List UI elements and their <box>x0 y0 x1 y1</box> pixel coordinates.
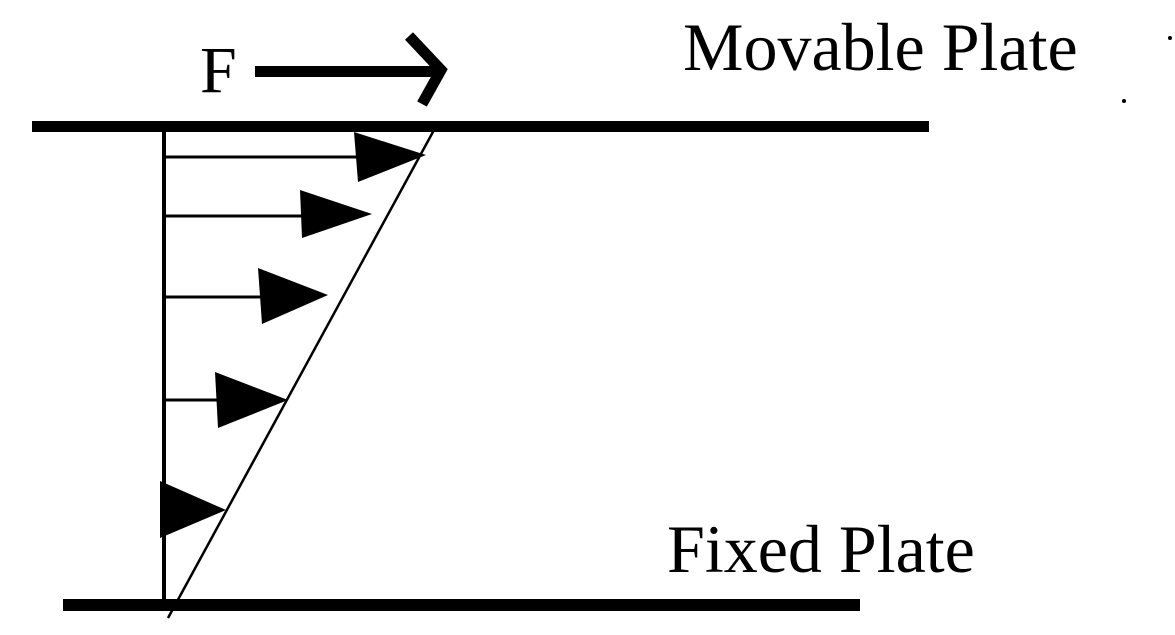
velocity-arrow <box>160 481 226 538</box>
fixed-plate-label: Fixed Plate <box>667 511 975 587</box>
force-arrow-head <box>404 32 448 107</box>
force-label: F <box>200 34 237 107</box>
speck <box>1122 99 1126 103</box>
force-arrow-shaft <box>255 66 435 77</box>
velocity-arrow <box>164 132 426 182</box>
movable-plate-label: Movable Plate <box>683 9 1078 85</box>
velocity-profile-line <box>166 129 436 619</box>
speck <box>1168 36 1172 40</box>
velocity-arrow <box>164 190 372 238</box>
velocity-arrow <box>164 268 328 324</box>
velocity-arrow <box>164 372 288 428</box>
fixed-plate <box>63 599 860 611</box>
movable-plate <box>32 121 929 132</box>
